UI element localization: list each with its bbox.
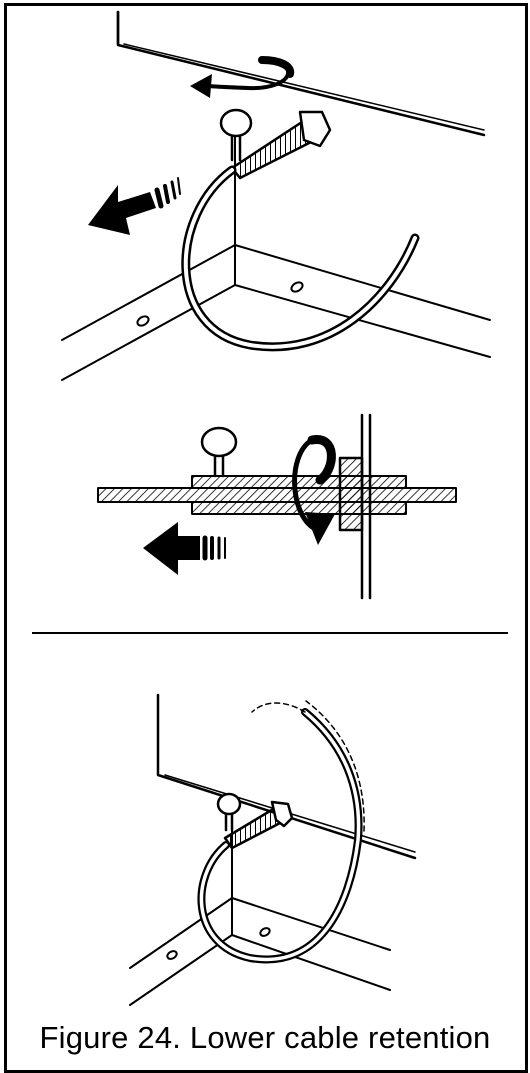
figure-frame: [4, 3, 528, 1073]
rotate-arrow-icon: [190, 56, 295, 98]
panel-cable-retained: [129, 693, 417, 1006]
figure-caption: Figure 24. Lower cable retention: [39, 1020, 491, 1055]
cable-icon: [197, 700, 365, 964]
rotate-arrow-icon: [292, 435, 336, 545]
thumbscrew-icon: [219, 108, 332, 180]
thumbscrew-icon: [200, 426, 238, 478]
chassis-rail: [61, 129, 491, 381]
chassis-plate: [116, 10, 486, 137]
pull-arrow-icon: [88, 177, 181, 235]
rod-section: [97, 475, 457, 515]
pull-arrow-icon: [143, 522, 226, 575]
panel-remove-screw: [61, 10, 491, 381]
thumbscrew-icon: [216, 792, 294, 850]
chassis-rail: [129, 799, 391, 1006]
panel-cross-section: [97, 413, 457, 600]
chassis-plate: [156, 693, 417, 860]
cable-icon: [181, 165, 420, 352]
